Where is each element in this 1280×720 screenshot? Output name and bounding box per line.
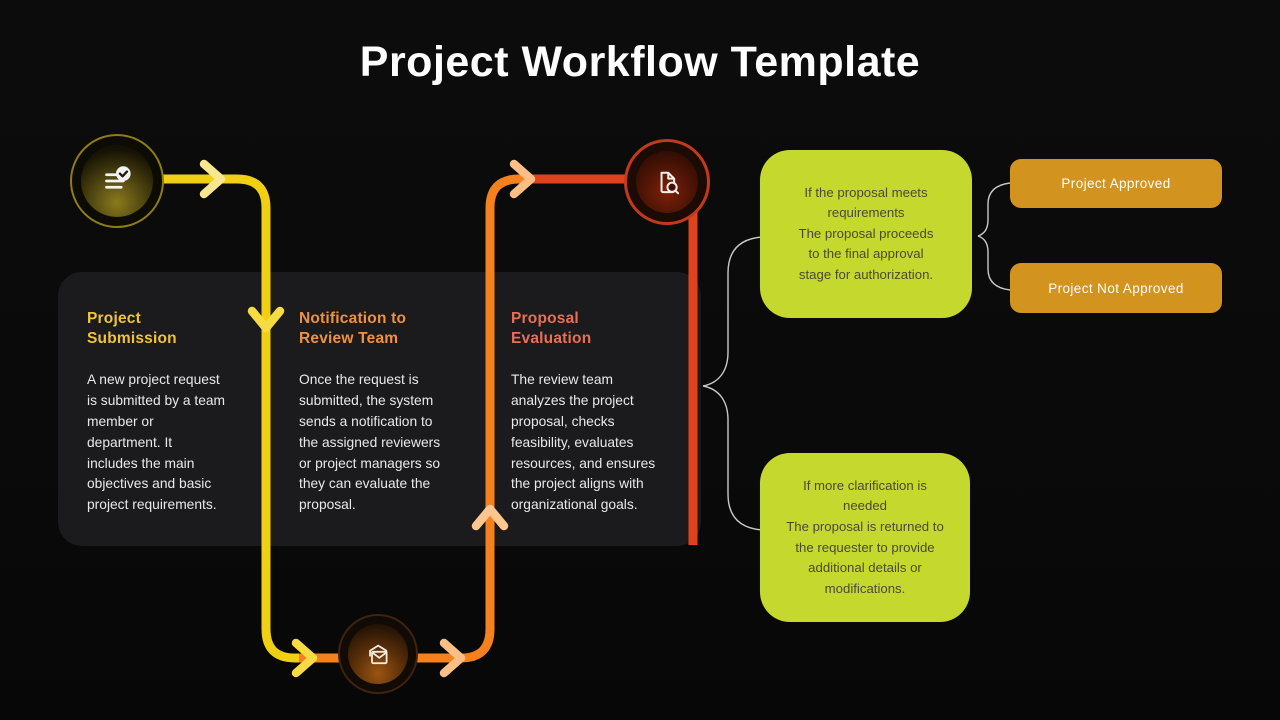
- step-description: Once the request is submitted, the syste…: [299, 372, 441, 513]
- checklist-icon: [81, 145, 153, 217]
- arrowhead-right-icon: [291, 638, 318, 678]
- project-approved-label: Project Approved: [1061, 176, 1171, 191]
- step-proposal-evaluation: Proposal Evaluation The review team anal…: [511, 309, 689, 516]
- project-not-approved-button[interactable]: Project Not Approved: [1010, 263, 1222, 313]
- envelope-icon: [348, 624, 408, 684]
- step-description: The review team analyzes the project pro…: [511, 372, 656, 513]
- step-title: Project Submission: [87, 310, 177, 347]
- steps-panel: [58, 272, 701, 546]
- brace-connector-main: [702, 236, 763, 531]
- arrowhead-right-icon: [199, 159, 226, 199]
- project-not-approved-label: Project Not Approved: [1048, 280, 1184, 296]
- page-title: Project Workflow Template: [359, 38, 921, 86]
- outcome-needs-clarification: If more clarification is needed The prop…: [760, 453, 970, 622]
- step-title: Proposal Evaluation: [511, 310, 592, 347]
- arrowhead-up-icon: [471, 504, 509, 531]
- arrowhead-right-icon: [509, 159, 536, 199]
- arrowhead-right-icon: [439, 638, 466, 678]
- orange-flow-line: [299, 174, 536, 663]
- outcome-meets-requirements: If the proposal meets requirements The p…: [760, 150, 972, 318]
- step-notification-review-team: Notification to Review Team Once the req…: [299, 309, 481, 516]
- outcome-text: If more clarification is needed The prop…: [786, 477, 944, 596]
- step-description: A new project request is submitted by a …: [87, 372, 226, 513]
- arrowhead-down-icon: [247, 306, 285, 333]
- yellow-flow-line: [158, 174, 306, 663]
- step-project-submission: Project Submission A new project request…: [87, 309, 265, 516]
- submission-node: [70, 134, 164, 228]
- brace-connector-decision: [977, 182, 1011, 291]
- project-approved-button[interactable]: Project Approved: [1010, 159, 1222, 208]
- notification-node: [338, 614, 418, 694]
- step-title: Notification to Review Team: [299, 310, 407, 347]
- document-search-icon: [636, 151, 698, 213]
- outcome-text: If the proposal meets requirements The p…: [798, 184, 934, 282]
- evaluation-node: [624, 139, 710, 225]
